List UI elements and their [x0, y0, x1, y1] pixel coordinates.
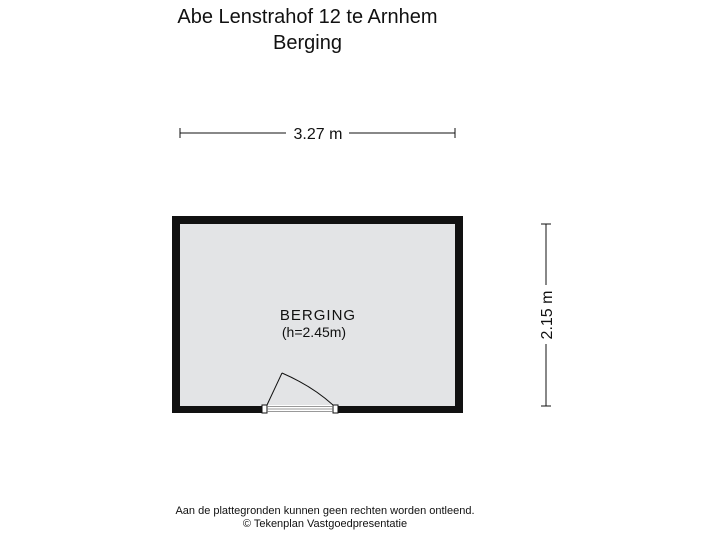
- disclaimer-text: Aan de plattegronden kunnen geen rechten…: [175, 505, 475, 517]
- door-leaf: [266, 372, 283, 406]
- depth-dimension: 2.15 m: [539, 223, 556, 407]
- depth-label: 2.15 m: [539, 291, 556, 340]
- room-height-label: (h=2.45m): [282, 324, 346, 340]
- door: [261, 372, 339, 414]
- room-floor: [180, 224, 455, 406]
- width-label: 3.27 m: [294, 126, 343, 143]
- room-name-label: BERGING: [280, 307, 356, 324]
- door-opening: [266, 405, 334, 414]
- door-swing-arc: [281, 372, 334, 406]
- width-dimension: 3.27 m: [179, 126, 456, 143]
- copyright-text: © Tekenplan Vastgoedpresentatie: [242, 518, 408, 530]
- floor-title: Berging: [273, 32, 342, 54]
- door-jamb-left: [261, 404, 268, 414]
- address-title: Abe Lenstrahof 12 te Arnhem: [177, 6, 438, 28]
- door-jamb-right: [332, 404, 339, 414]
- room-berging: [172, 216, 463, 413]
